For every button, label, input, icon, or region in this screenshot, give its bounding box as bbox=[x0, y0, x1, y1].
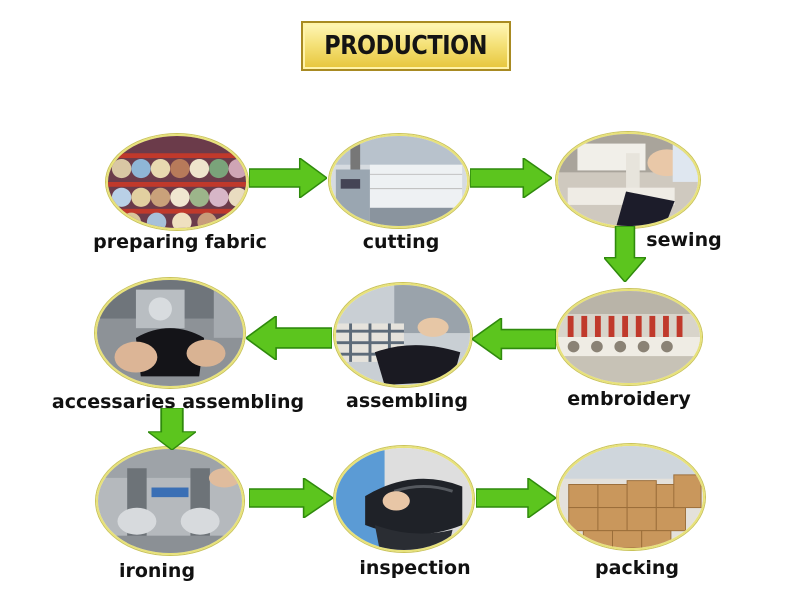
arrow-accessaries-to-ironing bbox=[148, 408, 196, 450]
step-label-embroidery: embroidery bbox=[567, 388, 691, 410]
arrow-ironing-to-inspection bbox=[249, 478, 333, 518]
photo-ironing bbox=[96, 447, 244, 555]
arrow-cutting-to-sewing bbox=[470, 158, 552, 198]
photo-inspection bbox=[334, 446, 474, 552]
step-label-preparing-fabric: preparing fabric bbox=[93, 231, 267, 253]
arrow-sewing-to-embroidery bbox=[604, 226, 646, 282]
title-banner: PRODUCTION bbox=[301, 21, 511, 71]
step-label-assembling: assembling bbox=[346, 390, 468, 412]
step-label-inspection: inspection bbox=[359, 557, 471, 579]
step-label-packing: packing bbox=[595, 557, 679, 579]
step-label-ironing: ironing bbox=[118, 560, 196, 582]
arrow-assembling-to-accessaries bbox=[246, 316, 332, 360]
photo-sewing bbox=[556, 132, 700, 228]
photo-accessaries-assembling bbox=[95, 278, 245, 388]
step-label-accessaries-assembling: accessaries assembling bbox=[51, 391, 305, 413]
page-title: PRODUCTION bbox=[324, 31, 488, 61]
photo-cutting bbox=[329, 134, 469, 228]
photo-preparing-fabric bbox=[106, 134, 248, 230]
photo-embroidery bbox=[556, 289, 702, 385]
step-label-cutting: cutting bbox=[362, 231, 440, 253]
step-label-sewing: sewing bbox=[646, 229, 722, 251]
photo-assembling bbox=[334, 283, 472, 387]
photo-packing bbox=[557, 444, 705, 550]
arrow-inspection-to-packing bbox=[476, 478, 556, 518]
arrow-embroidery-to-assembling bbox=[472, 318, 556, 360]
arrow-fabric-to-cutting bbox=[249, 158, 327, 198]
